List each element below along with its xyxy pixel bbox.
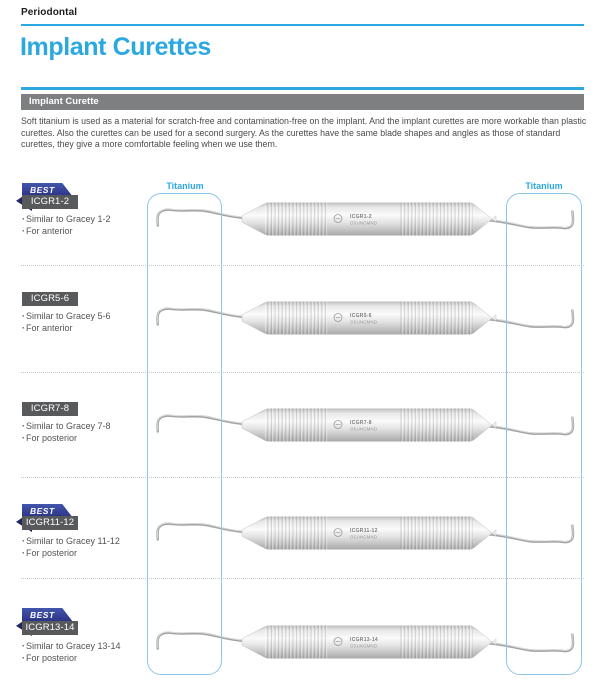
row-divider [21,372,584,373]
best-badge-label: BEST [22,608,73,622]
product-code: ICGR7-8 [22,402,78,416]
feature-item: For posterior [22,547,120,559]
handle-engraving-brand: OSUNGMND [350,644,377,649]
handle-engraving-brand: OSUNGMND [350,427,377,432]
titanium-label-right: Titanium [525,181,563,191]
product-row: BEST ICGR5-6 Similar to Gracey 5-6 For a… [0,265,600,372]
feature-item: Similar to Gracey 11-12 [22,535,120,547]
feature-list: Similar to Gracey 13-14 For posterior [22,640,121,664]
handle-engraving-code: ICGR11-12 [350,528,378,534]
handle-engraving-code: ICGR1-2 [350,214,372,220]
handle-engraving-brand: OSUNGMND [350,221,377,226]
section-label: Implant Curette [29,96,99,107]
product-code: ICGR13-14 [22,621,78,635]
product-row: BEST ICGR7-8 Similar to Gracey 7-8 For p… [0,372,600,477]
row-divider [21,477,584,478]
product-row: BEST ICGR13-14 Similar to Gracey 13-14 F… [0,578,600,690]
titanium-highlight-box-right [506,193,582,675]
feature-item: Similar to Gracey 7-8 [22,420,111,432]
handle-engraving-brand: OSUNGMND [350,320,377,325]
feature-list: Similar to Gracey 1-2 For anterior [22,213,111,237]
section-header: Implant Curette [21,94,584,110]
feature-item: Similar to Gracey 5-6 [22,310,111,322]
product-code: ICGR5-6 [22,292,78,306]
feature-list: Similar to Gracey 5-6 For anterior [22,310,111,334]
product-code: ICGR11-12 [22,516,78,530]
curette-image: ICGR5-6 OSUNGMND [152,296,578,340]
best-badge-label: BEST [22,183,73,197]
product-row: BEST ICGR11-12 Similar to Gracey 11-12 F… [0,477,600,578]
feature-item: For posterior [22,652,121,664]
feature-item: Similar to Gracey 1-2 [22,213,111,225]
titanium-label-left: Titanium [166,181,204,191]
curette-image: ICGR11-12 OSUNGMND [152,511,578,555]
handle-engraving-brand: OSUNGMND [350,535,377,540]
curette-image: ICGR13-14 OSUNGMND [152,620,578,664]
product-code: ICGR1-2 [22,195,78,209]
handle-engraving-code: ICGR7-8 [350,420,372,426]
curette-image: ICGR7-8 OSUNGMND [152,403,578,447]
product-table: BEST ICGR1-2 Similar to Gracey 1-2 For a… [0,180,600,690]
row-divider [21,578,584,579]
curette-image: ICGR1-2 OSUNGMND [152,197,578,241]
feature-item: For anterior [22,225,111,237]
feature-list: Similar to Gracey 11-12 For posterior [22,535,120,559]
product-description: Soft titanium is used as a material for … [21,116,587,149]
feature-item: For posterior [22,432,111,444]
page-title: Implant Curettes [20,33,211,61]
product-row: BEST ICGR1-2 Similar to Gracey 1-2 For a… [0,180,600,265]
feature-item: For anterior [22,322,111,334]
handle-engraving-code: ICGR13-14 [350,637,378,643]
category-label: Periodontal [21,7,78,18]
feature-item: Similar to Gracey 13-14 [22,640,121,652]
feature-list: Similar to Gracey 7-8 For posterior [22,420,111,444]
accent-rule [21,87,584,90]
best-badge-label: BEST [22,504,73,518]
handle-engraving-code: ICGR5-6 [350,313,372,319]
row-divider [21,265,584,266]
category-rule [21,24,584,26]
titanium-highlight-box-left [147,193,222,675]
